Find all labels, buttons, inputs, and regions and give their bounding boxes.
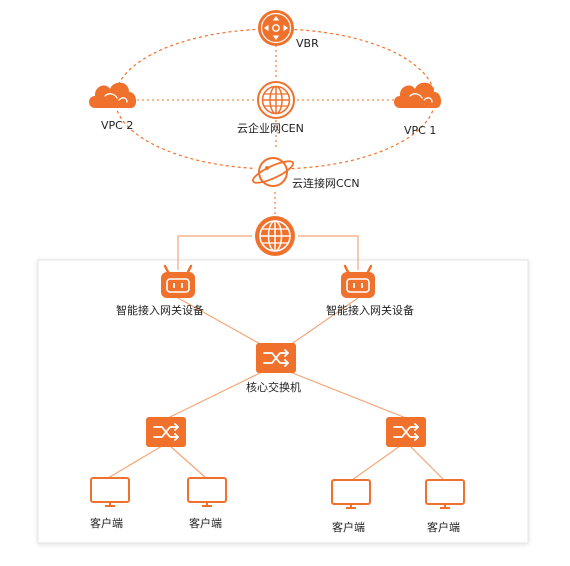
monitor-icon <box>90 477 130 507</box>
gateway-left-label: 智能接入网关设备 <box>116 304 204 317</box>
switch-icon <box>256 343 296 373</box>
smart-gateway-icon <box>161 264 195 298</box>
cloud-icon <box>89 82 137 108</box>
globe-icon <box>256 80 296 120</box>
connection-lines <box>107 235 445 481</box>
cloud-icon <box>394 82 442 108</box>
vbr-label: VBR <box>296 37 319 50</box>
gateway-right-label: 智能接入网关设备 <box>326 304 414 317</box>
cen-label: 云企业网CEN <box>237 122 304 135</box>
client-label: 客户端 <box>427 521 460 534</box>
vbr-router-icon <box>258 10 294 46</box>
vpc-1-label: VPC 1 <box>404 124 437 137</box>
monitor-icon <box>425 479 465 509</box>
internet-globe-icon <box>253 214 297 258</box>
core-switch-label: 核心交换机 <box>246 381 301 394</box>
client-label: 客户端 <box>332 521 365 534</box>
smart-gateway-icon <box>341 264 375 298</box>
ccn-label: 云连接网CCN <box>292 177 360 190</box>
client-label: 客户端 <box>90 517 123 530</box>
vpc-2-label: VPC 2 <box>101 119 134 132</box>
monitor-icon <box>187 477 227 507</box>
monitor-icon <box>331 479 371 509</box>
planet-orbit-icon <box>252 154 294 190</box>
client-label: 客户端 <box>189 517 222 530</box>
switch-icon <box>146 417 186 447</box>
switch-icon <box>386 417 426 447</box>
